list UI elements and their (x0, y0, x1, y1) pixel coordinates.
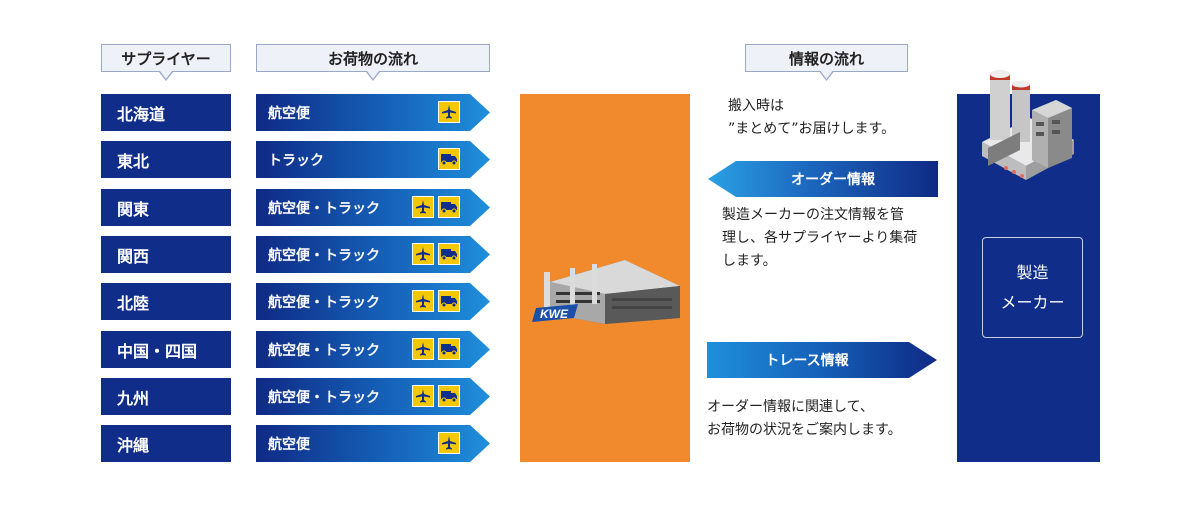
shipping-method-label: 航空便・トラック (268, 389, 380, 406)
shipping-method-label: トラック (268, 152, 324, 169)
cargo-flow-header: お荷物の流れ (256, 44, 490, 81)
shipping-method-label: 航空便・トラック (268, 294, 380, 311)
trace-info-arrow: トレース情報 (707, 342, 937, 378)
truck-icon (438, 196, 460, 218)
shipping-method-arrow: 航空便・トラック (256, 331, 490, 368)
kwe-warehouse-panel: KWE (520, 94, 690, 462)
manufacturer-label: 製造 メーカー (982, 237, 1083, 338)
order-info-label: オーダー情報 (791, 172, 875, 188)
truck-icon (438, 243, 460, 265)
manufacturer-label-line2: メーカー (1000, 292, 1065, 312)
factory-icon (982, 70, 1074, 180)
shipping-method-arrow: 航空便 (256, 425, 490, 462)
order-info-arrow: オーダー情報 (708, 161, 938, 197)
delivery-note-line2: ”まとめて”お届けします。 (728, 121, 896, 137)
airplane-icon (412, 290, 434, 312)
supplier-region: 関東 (101, 189, 231, 226)
shipping-icons (438, 101, 460, 123)
shipping-icons (438, 432, 460, 454)
truck-icon (438, 385, 460, 407)
supplier-header: サプライヤー (101, 44, 231, 81)
shipping-method-label: 航空便・トラック (268, 200, 380, 217)
order-desc-line2: 理し、各サプライヤーより集荷 (722, 230, 918, 246)
info-flow-header: 情報の流れ (745, 44, 908, 81)
airplane-icon (438, 101, 460, 123)
supplier-region: 北陸 (101, 283, 231, 320)
truck-icon (438, 338, 460, 360)
shipping-method-label: 航空便 (268, 436, 310, 453)
shipping-method-arrow: 航空便・トラック (256, 236, 490, 273)
shipping-method-arrow: 航空便 (256, 94, 490, 131)
order-desc-line1: 製造メーカーの注文情報を管 (722, 207, 904, 223)
cargo-flow-header-label: お荷物の流れ (327, 49, 418, 68)
shipping-method-arrow: 航空便・トラック (256, 378, 490, 415)
trace-desc-line1: オーダー情報に関連して、 (707, 399, 874, 415)
supplier-region: 北海道 (101, 94, 231, 131)
supplier-region: 関西 (101, 236, 231, 273)
supplier-region: 沖縄 (101, 425, 231, 462)
airplane-icon (412, 338, 434, 360)
delivery-note: 搬入時は ”まとめて”お届けします。 (728, 95, 895, 141)
airplane-icon (412, 196, 434, 218)
shipping-icons (412, 243, 460, 265)
manufacturer-label-line1: 製造 (1016, 262, 1049, 282)
supplier-header-label: サプライヤー (121, 49, 211, 68)
trace-info-label: トレース情報 (765, 353, 849, 369)
delivery-note-line1: 搬入時は (728, 98, 784, 114)
airplane-icon (412, 243, 434, 265)
supplier-region: 東北 (101, 141, 231, 178)
airplane-icon (438, 432, 460, 454)
shipping-icons (412, 196, 460, 218)
shipping-method-label: 航空便・トラック (268, 247, 380, 264)
shipping-method-arrow: 航空便・トラック (256, 189, 490, 226)
order-info-description: 製造メーカーの注文情報を管 理し、各サプライヤーより集荷 します。 (722, 204, 917, 273)
kwe-logo: KWE (540, 307, 569, 321)
shipping-method-arrow: 航空便・トラック (256, 283, 490, 320)
shipping-method-label: 航空便 (268, 105, 310, 122)
shipping-icons (412, 338, 460, 360)
trace-desc-line2: お荷物の状況をご案内します。 (707, 422, 902, 438)
warehouse-icon: KWE (532, 260, 680, 324)
shipping-method-label: 航空便・トラック (268, 342, 380, 359)
shipping-icons (412, 385, 460, 407)
truck-icon (438, 148, 460, 170)
shipping-icons (412, 290, 460, 312)
airplane-icon (412, 385, 434, 407)
info-flow-header-label: 情報の流れ (788, 49, 864, 68)
trace-info-description: オーダー情報に関連して、 お荷物の状況をご案内します。 (707, 396, 902, 442)
order-desc-line3: します。 (722, 253, 777, 269)
shipping-icons (438, 148, 460, 170)
truck-icon (438, 290, 460, 312)
supplier-region: 九州 (101, 378, 231, 415)
shipping-method-arrow: トラック (256, 141, 490, 178)
supplier-region: 中国・四国 (101, 331, 231, 368)
